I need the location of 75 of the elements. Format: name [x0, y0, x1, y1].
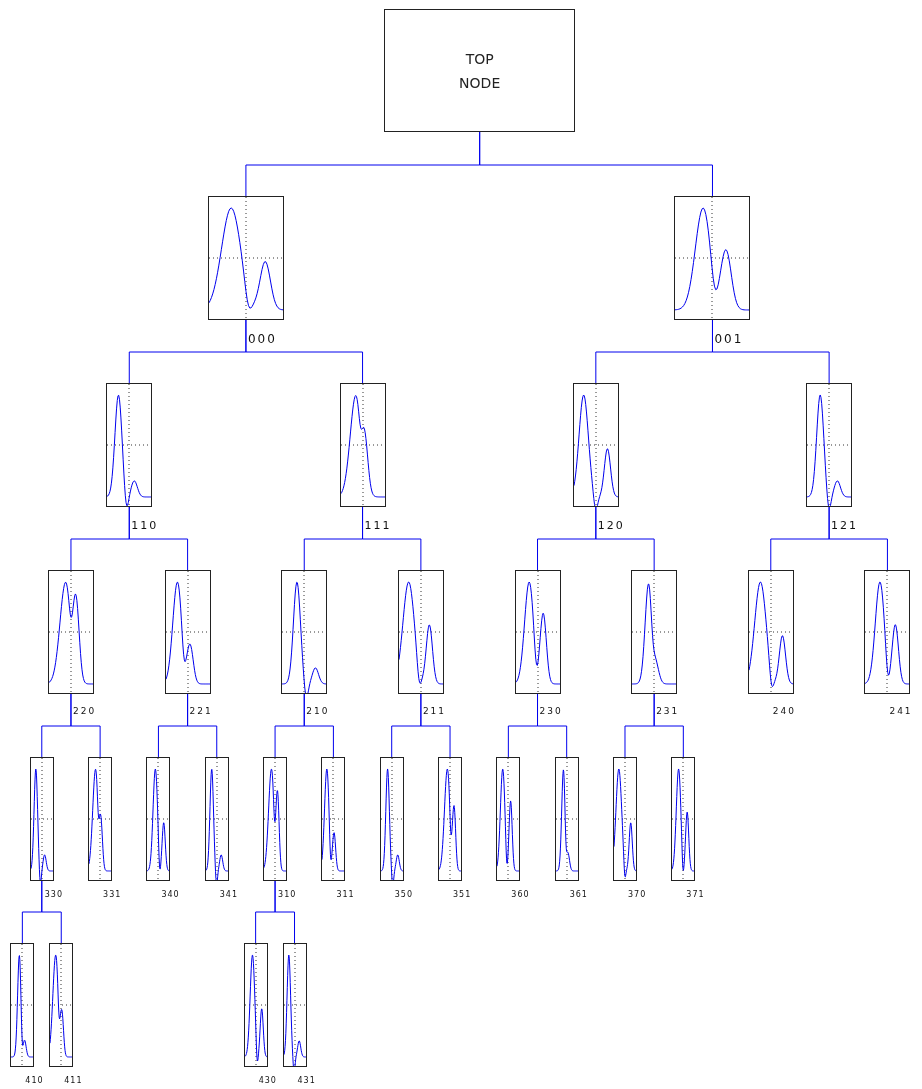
waveform-plot: [88, 757, 113, 881]
tree-connector: [828, 506, 888, 571]
node-label: 110: [131, 519, 159, 532]
waveform-plot: [29, 757, 54, 881]
waveform-plot: [379, 757, 404, 881]
waveform-plot: [263, 757, 288, 881]
tree-connector: [653, 693, 684, 758]
node-title: TOP NODE: [458, 49, 502, 93]
waveform-plot: [806, 383, 853, 507]
waveform-plot: [397, 570, 444, 694]
node-label: 221: [189, 706, 213, 716]
root-node-box: [384, 9, 576, 132]
node-label: 360: [511, 890, 530, 899]
waveform-plot: [10, 943, 35, 1067]
waveform-plot: [204, 757, 229, 881]
node-label: 330: [44, 890, 64, 899]
node-label: 000: [247, 332, 277, 346]
waveform-plot: [243, 943, 268, 1067]
node-label: 001: [714, 332, 744, 346]
tree-connector: [595, 506, 655, 571]
node-label: 120: [597, 519, 625, 532]
waveform-plot: [864, 570, 911, 694]
node-label: 210: [306, 706, 330, 716]
tree-connector: [128, 506, 189, 571]
waveform-plot: [496, 757, 521, 881]
tree-connector: [274, 880, 295, 944]
tree-connector: [420, 693, 451, 758]
waveform-plot: [282, 943, 307, 1067]
waveform-plot: [438, 757, 463, 881]
waveform-plot: [613, 757, 637, 881]
waveform-plot: [572, 383, 619, 507]
node-label: 331: [103, 890, 122, 899]
waveform-plot: [339, 383, 386, 507]
tree-connector: [70, 693, 101, 758]
node-label: 111: [364, 519, 392, 532]
tree-connector: [479, 131, 713, 197]
waveform-plot: [514, 570, 561, 694]
waveform-plot: [281, 570, 328, 694]
waveform-plot: [47, 570, 94, 694]
waveform-plot: [747, 570, 794, 694]
waveform-plot: [164, 570, 211, 694]
waveform-plot: [321, 757, 346, 881]
node-label: 240: [772, 706, 796, 716]
node-label: 411: [64, 1076, 83, 1085]
tree-connector: [245, 319, 364, 384]
node-label: 310: [278, 890, 297, 899]
waveform-plot: [674, 196, 751, 320]
node-label: 431: [297, 1076, 316, 1085]
waveform-plot: [106, 383, 153, 507]
waveform-plot: [49, 943, 74, 1067]
node-label: 371: [686, 890, 705, 899]
node-label: 410: [25, 1076, 44, 1085]
waveform-plot: [207, 196, 284, 320]
tree-connector: [187, 693, 218, 758]
node-label: 211: [422, 706, 447, 716]
node-label: 340: [161, 890, 180, 899]
node-label: 231: [656, 706, 680, 716]
waveform-plot: [671, 757, 696, 881]
node-label: 361: [569, 890, 588, 899]
waveform-plot: [554, 757, 579, 881]
tree-connector: [712, 319, 830, 384]
node-label: 220: [72, 706, 97, 716]
waveform-plot: [631, 570, 678, 694]
node-label: 370: [628, 890, 647, 899]
node-label: 351: [453, 890, 472, 899]
node-label: 241: [889, 706, 913, 716]
tree-connector: [362, 506, 422, 571]
node-label: 311: [336, 890, 355, 899]
node-label: 430: [258, 1076, 277, 1085]
node-label: 350: [394, 890, 413, 899]
tree-connector: [41, 880, 62, 944]
waveform-plot: [146, 757, 171, 881]
node-label: 230: [539, 706, 563, 716]
node-label: 341: [219, 890, 239, 899]
tree-connector: [303, 693, 334, 758]
